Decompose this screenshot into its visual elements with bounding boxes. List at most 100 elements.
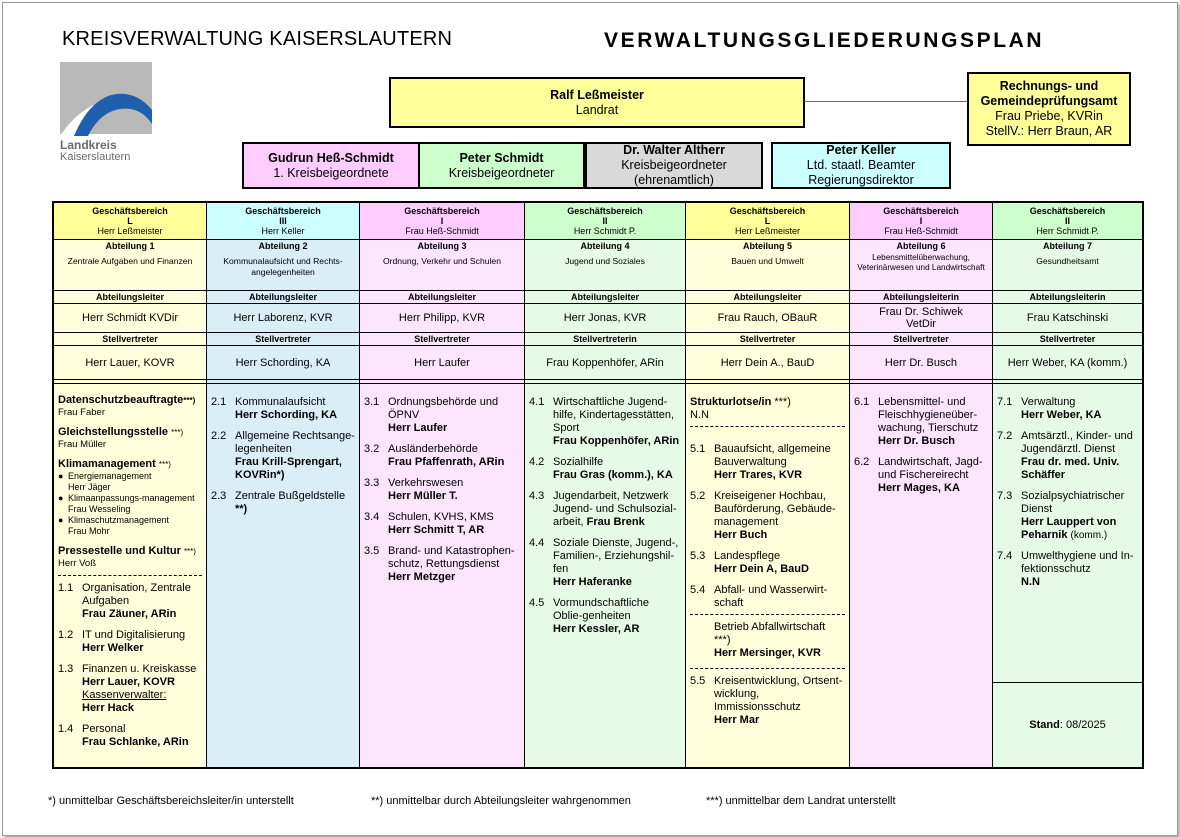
gb-head: Herr Keller xyxy=(261,226,305,236)
unit-number: 3.5 xyxy=(364,545,380,557)
deputy-label: Stellvertreter xyxy=(850,333,992,346)
gb-number: III xyxy=(279,216,287,226)
deputy-role2: (ehrenamtlich) xyxy=(634,173,714,187)
landkreis-logo: Landkreis Kaiserslautern xyxy=(58,62,154,166)
km-b1-name: Herr Jäger xyxy=(68,482,111,492)
unit-title: Verwaltung xyxy=(1021,396,1076,408)
dept-cell: Abteilung 5 Bauen und Umwelt xyxy=(686,240,849,291)
gb-number: L xyxy=(127,216,133,226)
unit-title: Allgemeine Rechtsange-legenheiten xyxy=(235,430,355,455)
dept-desc: Bauen und Umwelt xyxy=(731,256,804,266)
gb-header: Geschäftsbereich II Herr Schmidt P. xyxy=(525,203,685,240)
gb-label: Geschäftsbereich xyxy=(245,206,321,216)
column-abteilung-4: Geschäftsbereich II Herr Schmidt P. Abte… xyxy=(525,203,686,767)
unit-head: Herr Weber, KA xyxy=(1021,409,1102,421)
deputy-name: Herr Lauer, KOVR xyxy=(54,346,206,380)
dept-title: Abteilung 7 xyxy=(1043,241,1092,251)
unit-3-5: 3.5 Brand- und Katastrophen-schutz, Rettu… xyxy=(364,545,520,584)
unit-title: Brand- und Katastrophen-schutz, Rettungs… xyxy=(388,545,515,570)
bullet-icon: ● xyxy=(58,515,64,525)
km-sup: ***) xyxy=(158,460,171,469)
dept-cell: Abteilung 6 Lebensmittelüberwachung, Vet… xyxy=(850,240,992,291)
deputy-label: Stellvertreter xyxy=(207,333,359,346)
deputy-label: Stellvertreter xyxy=(686,333,849,346)
gb-label: Geschäftsbereich xyxy=(567,206,643,216)
deputy-name: Herr Weber, KA (komm.) xyxy=(993,346,1142,380)
deputy-role: 1. Kreisbeigeordnete xyxy=(273,165,389,180)
deputy-name: Herr Dein A., BauD xyxy=(686,346,849,380)
unit-title: Sozialpsychiatrischer Dienst xyxy=(1021,490,1125,515)
unit-number: 4.5 xyxy=(529,597,545,609)
unit-head: Herr Laufer xyxy=(388,422,448,434)
deputy-box-keller: Peter Keller Ltd. staatl. Beamter Regier… xyxy=(771,142,951,189)
gs-title: Gleichstellungsstelle xyxy=(58,426,169,438)
dept-cell: Abteilung 1 Zentrale Aufgaben und Finanz… xyxy=(54,240,206,291)
unit-head: Frau Koppenhöfer, ARin xyxy=(553,435,680,447)
sl-name: N.N xyxy=(690,409,709,421)
deputy-role2: Regierungsdirektor xyxy=(808,173,914,187)
unit-title: Lebensmittel- und Fleischhygieneüber-wac… xyxy=(878,396,979,434)
department-grid: Geschäftsbereich L Herr Leßmeister Abtei… xyxy=(52,201,1144,769)
leader-label: Abteilungsleiterin xyxy=(993,291,1142,304)
leader-label: Abteilungsleiter xyxy=(360,291,524,304)
unit-title: Finanzen u. Kreiskasse xyxy=(82,663,197,675)
leader-name: Frau Rauch, OBauR xyxy=(686,304,849,333)
unit-head: Frau Gras (komm.), KA xyxy=(553,469,673,481)
unit-number: 7.4 xyxy=(997,550,1013,562)
unit-head: Herr Welker xyxy=(82,642,144,654)
dept-desc: Ordnung, Verkehr und Schulen xyxy=(382,256,501,266)
deputy-name: Peter Keller xyxy=(826,143,896,157)
gb-header: Geschäftsbereich I Frau Heß-Schmidt xyxy=(360,203,524,240)
deputy-box-altherr: Dr. Walter Altherr Kreisbeigeordneter (e… xyxy=(585,142,763,189)
connector-line xyxy=(804,101,968,102)
deputy-name: Gudrun Heß-Schmidt xyxy=(268,150,394,165)
landrat-box: Ralf Leßmeister Landrat xyxy=(389,77,805,128)
deputy-box-hess-schmidt: Gudrun Heß-Schmidt 1. Kreisbeigeordnete xyxy=(242,142,420,189)
ds-sup: ***) xyxy=(183,396,196,405)
pk-title: Pressestelle und Kultur xyxy=(58,545,181,557)
leader-name: Herr Schmidt KVDir xyxy=(54,304,206,333)
gb-label: Geschäftsbereich xyxy=(404,206,480,216)
deputy-name: Frau Koppenhöfer, ARin xyxy=(525,346,685,380)
dept-title: Abteilung 2 xyxy=(258,241,308,251)
unit-head: Frau Schlanke, ARin xyxy=(82,736,189,748)
unit-title: Sozialhilfe xyxy=(553,456,604,468)
unit-head: Frau dr. med. Univ. Schäffer xyxy=(1021,456,1120,481)
unit-head: Herr Mar xyxy=(714,714,760,726)
dept-title: Abteilung 1 xyxy=(105,241,155,251)
dashed-divider xyxy=(690,426,845,427)
unit-number: 5.3 xyxy=(690,550,706,562)
dept-desc: Gesundheitsamt xyxy=(1036,256,1099,266)
footnote-1: *) unmittelbar Geschäftsbereichsleiter/i… xyxy=(48,795,294,807)
ds-block: Datenschutzbeauftragte***) Frau Faber xyxy=(58,394,202,418)
unit-number: 4.3 xyxy=(529,490,545,502)
waste-operation-sup: ***) xyxy=(714,634,731,646)
deputy-role: Kreisbeigeordneter xyxy=(448,165,555,180)
unit-number: 2.3 xyxy=(211,490,227,502)
deputy-label: Stellvertreter xyxy=(993,333,1142,346)
gb-head: Frau Heß-Schmidt xyxy=(884,226,958,236)
unit-number: 5.1 xyxy=(690,443,706,455)
km-b2: Klimaanpassungs-management xyxy=(68,493,195,503)
km-title: Klimamanagement xyxy=(58,458,156,470)
gb-label: Geschäftsbereich xyxy=(92,206,168,216)
logo-wave-icon xyxy=(60,62,152,136)
dept-desc: Zentrale Aufgaben und Finanzen xyxy=(67,256,193,266)
gb-number: I xyxy=(919,216,923,226)
